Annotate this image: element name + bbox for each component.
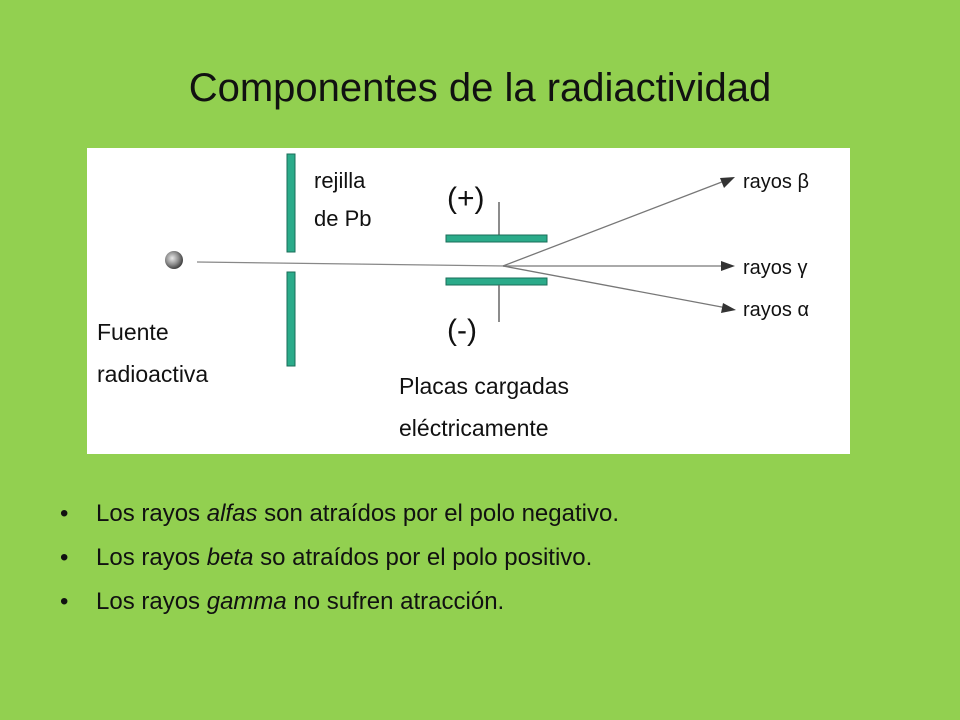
grid-label-line2: de Pb bbox=[314, 206, 372, 231]
bullet-item-gamma: • Los rayos gamma no sufren atracción. bbox=[60, 580, 920, 624]
ray-beta-label: rayos β bbox=[743, 171, 809, 193]
bullet-text: son atraídos por el polo negativo. bbox=[257, 500, 619, 527]
bullet-text: no sufren atracción. bbox=[286, 588, 505, 615]
plates-label-line1: Placas cargadas bbox=[399, 373, 569, 399]
beta-ray bbox=[502, 179, 728, 267]
radioactivity-diagram: rejilla de Pb (+) (-) rayos β rayos γ ra… bbox=[87, 148, 850, 454]
negative-plate bbox=[445, 277, 548, 286]
bullet-item-beta: • Los rayos beta so atraídos por el polo… bbox=[60, 536, 920, 580]
bullet-marker: • bbox=[60, 500, 69, 527]
plates-label-line2: eléctricamente bbox=[399, 415, 549, 441]
bullet-marker: • bbox=[60, 544, 69, 571]
bullet-emphasis: alfas bbox=[206, 500, 258, 527]
beam-line bbox=[196, 261, 506, 267]
lead-grid-top-bar bbox=[286, 153, 296, 253]
bullet-emphasis: beta bbox=[206, 544, 254, 571]
ray-gamma-label: rayos γ bbox=[743, 257, 807, 279]
grid-label-line1: rejilla bbox=[314, 168, 366, 193]
alpha-ray bbox=[502, 265, 728, 309]
bullet-text: Los rayos bbox=[96, 588, 207, 615]
bullet-text: so atraídos por el polo positivo. bbox=[253, 544, 593, 571]
bullet-emphasis: gamma bbox=[206, 588, 287, 615]
beta-ray-arrowhead bbox=[720, 177, 735, 188]
positive-plate bbox=[445, 234, 548, 243]
radioactive-source bbox=[165, 251, 183, 269]
bullet-item-alpha: • Los rayos alfas son atraídos por el po… bbox=[60, 492, 920, 536]
alpha-ray-arrowhead bbox=[721, 303, 736, 313]
source-label-line2: radioactiva bbox=[97, 361, 208, 387]
plus-label: (+) bbox=[447, 182, 485, 215]
ray-alpha-label: rayos α bbox=[743, 299, 809, 321]
slide-title: Componentes de la radiactividad bbox=[188, 66, 772, 110]
bullet-list: • Los rayos alfas son atraídos por el po… bbox=[60, 492, 920, 624]
bullet-text: Los rayos bbox=[96, 544, 207, 571]
lead-grid-bottom-bar bbox=[286, 271, 296, 367]
minus-label: (-) bbox=[447, 314, 477, 347]
source-label-line1: Fuente bbox=[97, 319, 169, 345]
bullet-marker: • bbox=[60, 588, 69, 615]
bullet-text: Los rayos bbox=[96, 500, 207, 527]
gamma-ray-arrowhead bbox=[721, 261, 735, 271]
